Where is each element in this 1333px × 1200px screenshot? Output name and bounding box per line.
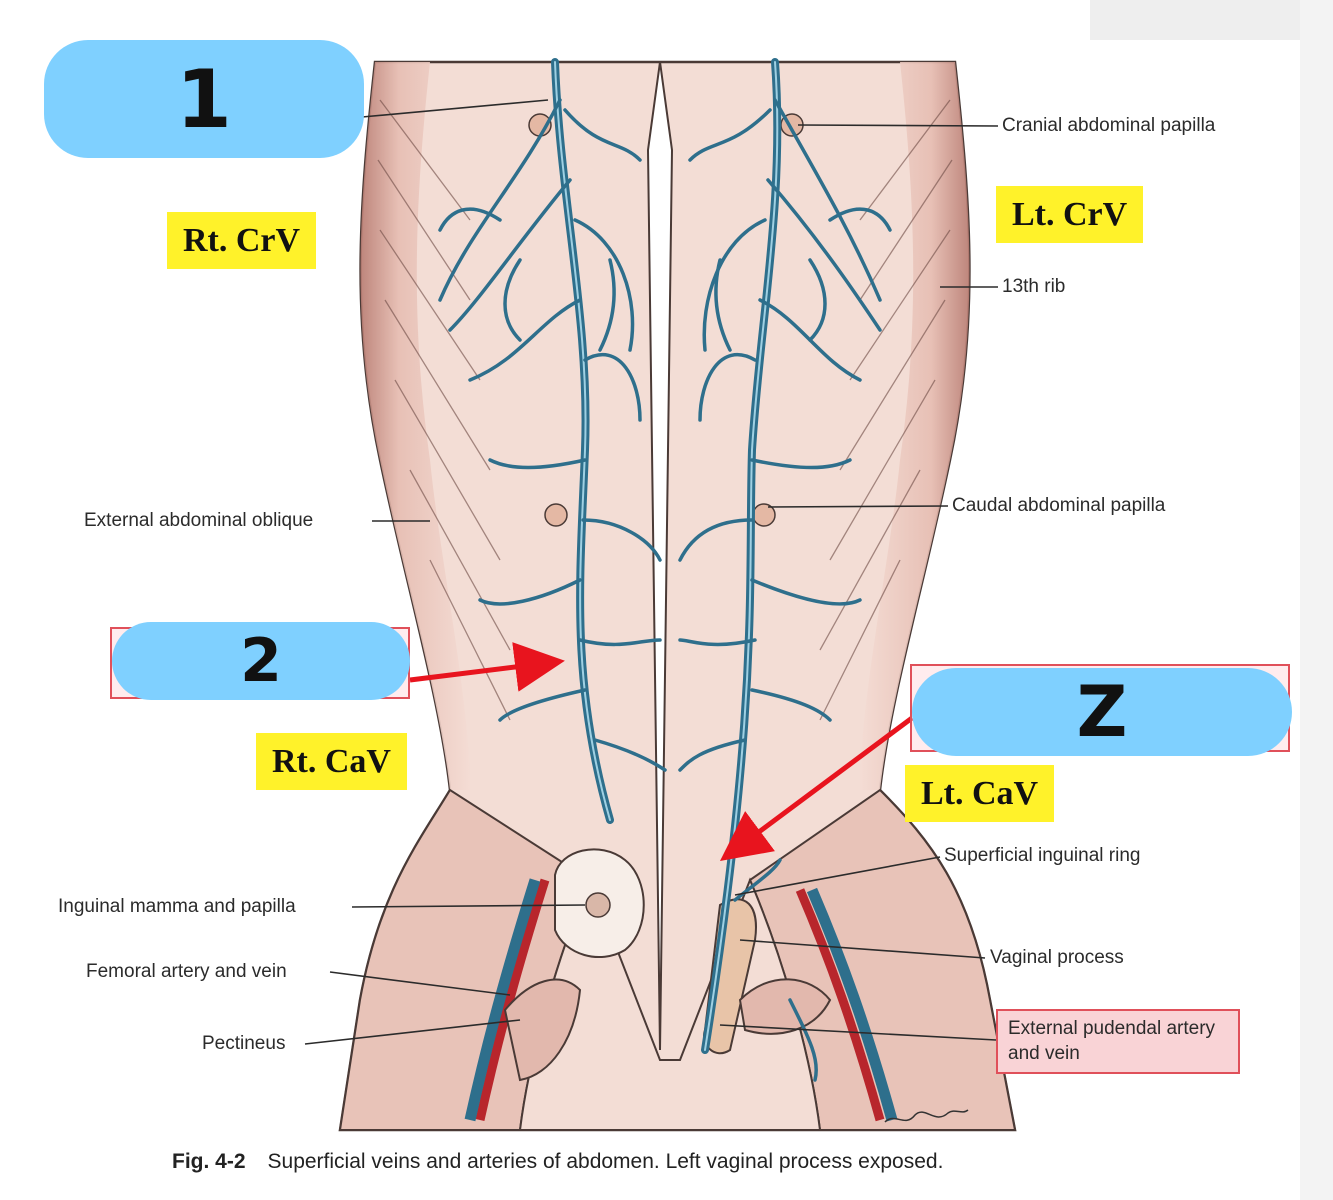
marker-1-text: 1: [176, 52, 232, 146]
vaginal-process-label: Vaginal process: [990, 947, 1124, 968]
pectineus-label: Pectineus: [202, 1033, 286, 1054]
marker-2-left-text: 2: [240, 626, 282, 696]
edge-shade: [1300, 0, 1333, 1200]
corner-shade: [1090, 0, 1333, 40]
leader-lines: [304, 99, 999, 1045]
femoral-vessels: [464, 878, 898, 1122]
femoral-label: Femoral artery and vein: [86, 961, 287, 982]
ext-oblique-label: External abdominal oblique: [84, 510, 314, 531]
signature: [884, 1109, 969, 1123]
figure-number: Fig. 4-2: [172, 1150, 246, 1173]
caudal-papilla-label: Caudal abdominal papilla: [952, 495, 1166, 516]
lt-crv-label: Lt. CrV: [996, 186, 1144, 244]
figure-caption: Fig. 4-2 Superficial veins and arteries o…: [172, 1150, 943, 1174]
red-arrows: [409, 642, 914, 861]
marker-2-right-text: Z: [1076, 671, 1128, 753]
cranial-papilla-label: Cranial abdominal papilla: [1002, 115, 1216, 136]
pudendal-tissue: [738, 978, 832, 1035]
inguinal-mamma: [554, 848, 645, 959]
pectineus-muscle: [503, 978, 582, 1082]
ext-pudendal-label: External pudendal artery and vein: [996, 1009, 1240, 1075]
rt-cav-label: Rt. CaV: [256, 733, 407, 791]
sup-inguinal-ring-label: Superficial inguinal ring: [944, 845, 1141, 866]
marker-2-right[interactable]: Z: [912, 668, 1292, 756]
marker-2-left[interactable]: 2: [112, 622, 410, 700]
lt-cav-label: Lt. CaV: [905, 765, 1055, 823]
inguinal-mamma-label: Inguinal mamma and papilla: [58, 896, 296, 917]
body-outline: [338, 60, 1017, 1132]
marker-1[interactable]: 1: [44, 40, 364, 158]
rib-label: 13th rib: [1002, 276, 1066, 297]
figure-caption-text: Superficial veins and arteries of abdome…: [267, 1150, 944, 1173]
superficial-veins: [438, 58, 892, 1082]
rt-crv-label: Rt. CrV: [167, 212, 317, 270]
